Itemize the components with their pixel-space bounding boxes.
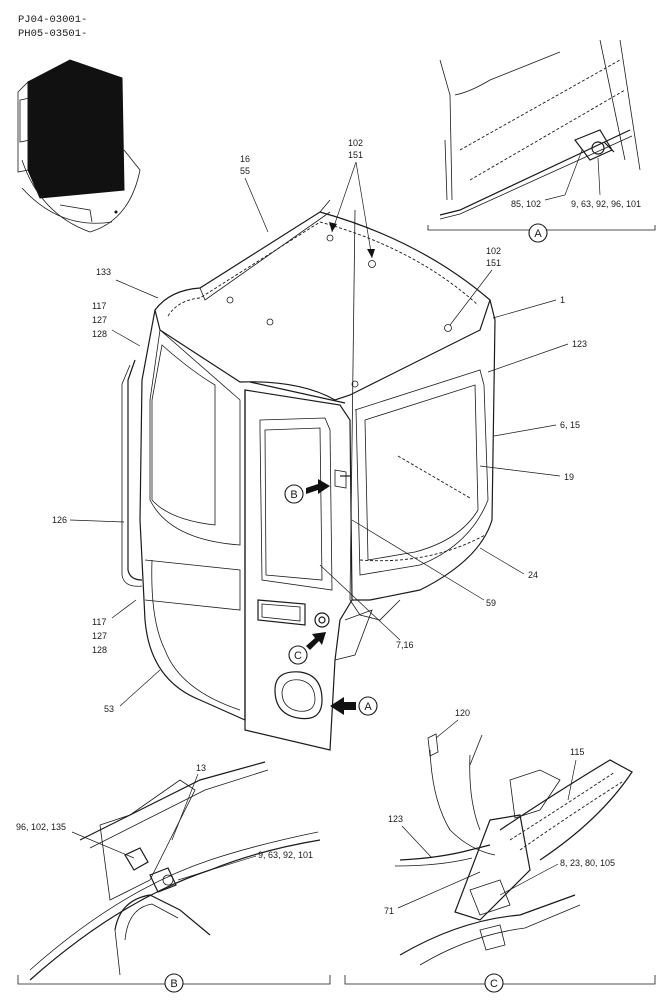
label-128-top: 128: [92, 329, 107, 339]
label-102-top: 102: [348, 138, 363, 148]
serial-range-1: PJ04-03001-: [18, 14, 87, 26]
label-53: 53: [104, 704, 114, 714]
label-13: 13: [196, 763, 206, 773]
label-127-top: 127: [92, 315, 107, 325]
detail-c-letter: C: [490, 978, 498, 990]
label-55: 55: [240, 166, 250, 176]
serial-range-2: PH05-03501-: [18, 28, 87, 40]
detail-c-panel: 120 115 123 8, 23, 80, 105 71 C: [344, 708, 656, 993]
detail-b-letter: B: [170, 978, 177, 990]
label-7-16: 7,16: [396, 640, 414, 650]
label-115: 115: [570, 747, 584, 757]
label-85-102: 85, 102: [511, 199, 541, 209]
callout-a-circle: [358, 696, 378, 716]
label-16: 16: [240, 154, 250, 164]
cab-main-view: [121, 199, 496, 751]
label-120: 120: [455, 708, 470, 718]
cab-thumbnail: [17, 59, 141, 233]
label-6-15: 6, 15: [560, 420, 580, 430]
callout-c-circle: [288, 645, 308, 665]
label-151-top: 151: [348, 150, 363, 160]
label-123-detail-c: 123: [388, 814, 403, 824]
callout-c-letter: C: [294, 650, 302, 662]
detail-a-panel: 85, 102 9, 63, 92, 96, 101 A: [427, 39, 656, 243]
label-9-63-92-101: 9, 63, 92, 101: [258, 850, 313, 860]
detail-a-letter: A: [534, 228, 542, 240]
label-151-right: 151: [486, 258, 501, 268]
label-117-bot: 117: [92, 617, 106, 627]
detail-b-callout-circle: [164, 973, 184, 993]
callout-a-letter: A: [364, 701, 372, 713]
callout-b-letter: B: [290, 489, 297, 501]
label-19: 19: [564, 472, 574, 482]
label-59: 59: [486, 598, 496, 608]
label-127-bot: 127: [92, 631, 107, 641]
label-96-102-135: 96, 102, 135: [16, 822, 66, 832]
label-102-right: 102: [486, 246, 501, 256]
label-133: 133: [96, 267, 111, 277]
label-8-23-80-105: 8, 23, 80, 105: [560, 858, 615, 868]
label-126: 126: [52, 515, 67, 525]
detail-b-panel: 13 96, 102, 135 9, 63, 92, 101 B: [16, 761, 331, 993]
main-view-labels: 16 55 102 151 102 151 133 117 127 128 1 …: [52, 138, 587, 716]
label-1: 1: [560, 295, 565, 305]
callout-b-circle: [284, 484, 304, 504]
label-117-top: 117: [92, 301, 106, 311]
label-128-bot: 128: [92, 645, 107, 655]
label-24: 24: [528, 570, 538, 580]
detail-c-callout-circle: [484, 973, 504, 993]
label-71: 71: [384, 906, 394, 916]
label-123: 123: [572, 339, 587, 349]
label-9-63-92-96-101: 9, 63, 92, 96, 101: [571, 199, 641, 209]
detail-a-callout-circle: [528, 223, 548, 243]
